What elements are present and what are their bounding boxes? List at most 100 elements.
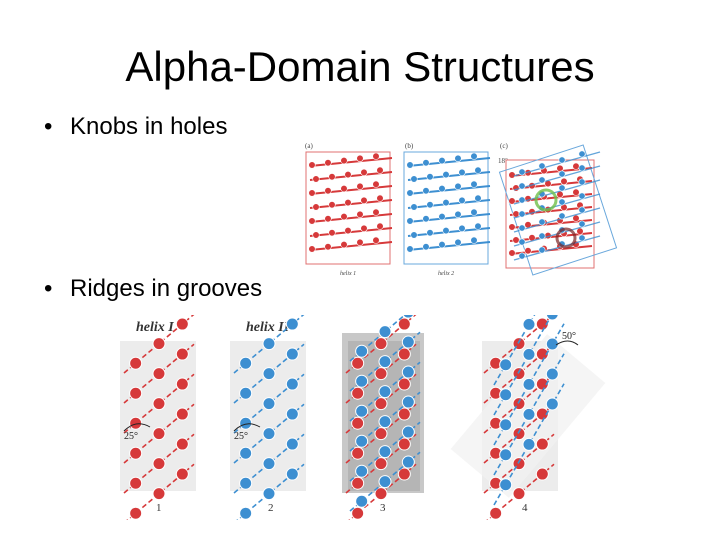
residue-bead <box>129 386 143 400</box>
residue-bead <box>374 457 388 471</box>
residue-bead <box>560 177 568 186</box>
helical-net-overlay-c <box>498 144 618 276</box>
residue-bead <box>572 162 580 170</box>
residue-bead <box>351 506 365 520</box>
residue-bead <box>578 150 586 158</box>
residue-bead <box>518 224 526 232</box>
residue-bead <box>558 198 566 206</box>
residue-bead <box>308 161 316 169</box>
angle-label-18: 18° <box>498 157 508 165</box>
residue-bead <box>355 374 369 388</box>
residue-bead <box>175 437 189 451</box>
helical-net-b <box>403 151 491 265</box>
residue-bead <box>324 243 332 251</box>
residue-bead <box>522 407 536 421</box>
residue-bead <box>152 367 166 381</box>
residue-bead <box>470 180 478 188</box>
residue-bead <box>356 210 364 218</box>
residue-bead <box>152 427 166 441</box>
residue-bead <box>410 231 418 239</box>
residue-bead <box>360 196 368 205</box>
residue-bead <box>355 434 369 448</box>
residue-bead <box>340 184 348 193</box>
residue-bead <box>239 386 253 400</box>
residue-bead <box>545 397 559 411</box>
residue-bead <box>344 198 352 207</box>
residue-bead <box>374 397 388 411</box>
residue-bead <box>152 337 166 351</box>
residue-bead <box>474 166 482 174</box>
residue-bead <box>324 187 332 195</box>
residue-bead <box>374 487 388 501</box>
residue-bead <box>239 476 253 490</box>
residue-bead <box>355 494 369 508</box>
residue-bead <box>285 407 299 421</box>
residue-bead <box>262 337 276 351</box>
net-ridge-line <box>309 241 393 251</box>
residue-bead <box>239 506 253 520</box>
residue-bead <box>545 315 559 321</box>
residue-bead <box>401 365 415 379</box>
residue-bead <box>454 154 462 163</box>
knob-highlight-dark <box>555 227 577 249</box>
residue-bead <box>397 317 411 331</box>
residue-bead <box>372 152 380 160</box>
residue-bead <box>360 168 368 177</box>
residue-bead <box>376 166 384 174</box>
residue-bead <box>470 208 478 216</box>
bullet-text: Ridges in grooves <box>70 275 263 302</box>
residue-bead <box>129 356 143 370</box>
residue-bead <box>175 347 189 361</box>
residue-bead <box>470 152 478 160</box>
panel-number-3: 3 <box>380 502 386 514</box>
residue-bead <box>406 161 414 169</box>
panel-1: 25° <box>120 315 196 520</box>
residue-bead <box>285 347 299 361</box>
helix-II-title: helix II <box>246 320 290 335</box>
residue-bead <box>308 189 316 197</box>
residue-bead <box>376 222 384 230</box>
ridges-in-grooves-figure: helix I helix II 25° 25° 50° 1 2 3 4 <box>120 315 606 520</box>
residue-bead <box>508 197 516 205</box>
residue-bead <box>175 317 189 331</box>
residue-bead <box>397 467 411 481</box>
residue-bead <box>355 464 369 478</box>
bullet-marker: • <box>44 113 53 140</box>
residue-bead <box>152 457 166 471</box>
knobs-in-holes-figure: (a) (b) (c) 18° helix 1 helix 2 <box>305 142 618 277</box>
net-ridge-line <box>513 193 601 219</box>
residue-bead <box>351 476 365 490</box>
residue-bead <box>518 210 526 218</box>
residue-bead <box>406 245 414 253</box>
residue-bead <box>152 487 166 501</box>
panel-4: 50° <box>450 315 606 520</box>
residue-bead <box>518 182 526 190</box>
residue-bead <box>470 236 478 244</box>
residue-bead <box>442 198 450 207</box>
residue-bead <box>410 203 418 211</box>
residue-bead <box>378 445 392 459</box>
angle-label-25-a: 25° <box>124 431 138 442</box>
residue-bead <box>262 487 276 501</box>
residue-bead <box>239 356 253 370</box>
residue-bead <box>397 437 411 451</box>
net-ridge-line <box>407 185 491 195</box>
residue-bead <box>499 358 513 372</box>
residue-bead <box>538 162 546 170</box>
residue-bead <box>558 184 566 192</box>
residue-bead <box>285 317 299 331</box>
panel-number-1: 1 <box>156 502 162 514</box>
residue-bead <box>372 208 380 216</box>
knob-highlight-green <box>534 188 558 212</box>
residue-bead <box>340 212 348 221</box>
residue-bead <box>538 218 546 226</box>
residue-bead <box>401 455 415 469</box>
residue-bead <box>522 317 536 331</box>
panel-label-a: (a) <box>305 142 313 150</box>
residue-bead <box>458 168 466 177</box>
residue-bead <box>410 175 418 183</box>
net-ridge-line <box>407 241 491 251</box>
panel-label-c: (c) <box>500 142 508 150</box>
residue-bead <box>545 367 559 381</box>
net-ridge-line <box>309 213 393 223</box>
